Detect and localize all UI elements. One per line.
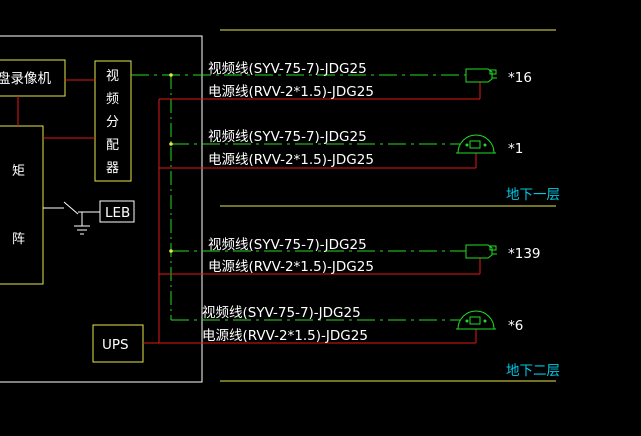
leb-box — [99, 200, 135, 223]
splitter-char-4: 配 — [106, 138, 119, 153]
video-cable-label: 视频线(SYV-75-7)-JDG25 — [202, 305, 361, 321]
power-cable-label: 电源线(RVV-2*1.5)-JDG25 — [202, 328, 368, 344]
power-cable-label: 电源线(RVV-2*1.5)-JDG25 — [208, 84, 374, 100]
camera-count: *1 — [508, 141, 523, 157]
recorder-label: 盘录像机 — [0, 70, 51, 87]
matrix-char-1: 矩 — [12, 164, 25, 179]
leb-label: LEB — [105, 205, 130, 221]
ground-icon — [74, 212, 90, 235]
control-room-frame — [0, 35, 203, 383]
dome-camera-icon — [456, 134, 496, 154]
video-splitter-box — [94, 60, 132, 182]
run-2: 视频线(SYV-75-7)-JDG25 电源线(RVV-2*1.5)-JDG25… — [159, 129, 523, 169]
matrix-box — [0, 125, 44, 285]
bullet-camera-icon — [465, 68, 497, 83]
splitter-char-3: 分 — [106, 115, 119, 130]
video-cable-label: 视频线(SYV-75-7)-JDG25 — [208, 237, 367, 253]
floor-label-b2: 地下二层 — [506, 363, 560, 379]
splitter-char-1: 视 — [106, 69, 119, 84]
floor-label-b1: 地下一层 — [506, 187, 560, 203]
dome-camera-icon — [456, 310, 496, 330]
camera-count: *139 — [508, 246, 541, 262]
splitter-char-2: 频 — [106, 92, 119, 107]
power-cable-label: 电源线(RVV-2*1.5)-JDG25 — [208, 152, 374, 168]
camera-count: *16 — [508, 70, 532, 86]
run-3: 视频线(SYV-75-7)-JDG25 电源线(RVV-2*1.5)-JDG25… — [159, 237, 541, 275]
recorder-box — [0, 59, 66, 97]
bullet-camera-icon — [465, 244, 497, 259]
run-1: 视频线(SYV-75-7)-JDG25 电源线(RVV-2*1.5)-JDG25… — [131, 61, 532, 100]
video-cable-label: 视频线(SYV-75-7)-JDG25 — [208, 61, 367, 77]
camera-count: *6 — [508, 318, 523, 334]
ups-label: UPS — [102, 337, 129, 353]
splitter-char-5: 器 — [106, 161, 119, 176]
run-4: 视频线(SYV-75-7)-JDG25 电源线(RVV-2*1.5)-JDG25… — [143, 305, 523, 344]
video-cable-label: 视频线(SYV-75-7)-JDG25 — [208, 129, 367, 145]
power-cable-label: 电源线(RVV-2*1.5)-JDG25 — [208, 259, 374, 275]
matrix-char-2: 阵 — [12, 232, 25, 247]
